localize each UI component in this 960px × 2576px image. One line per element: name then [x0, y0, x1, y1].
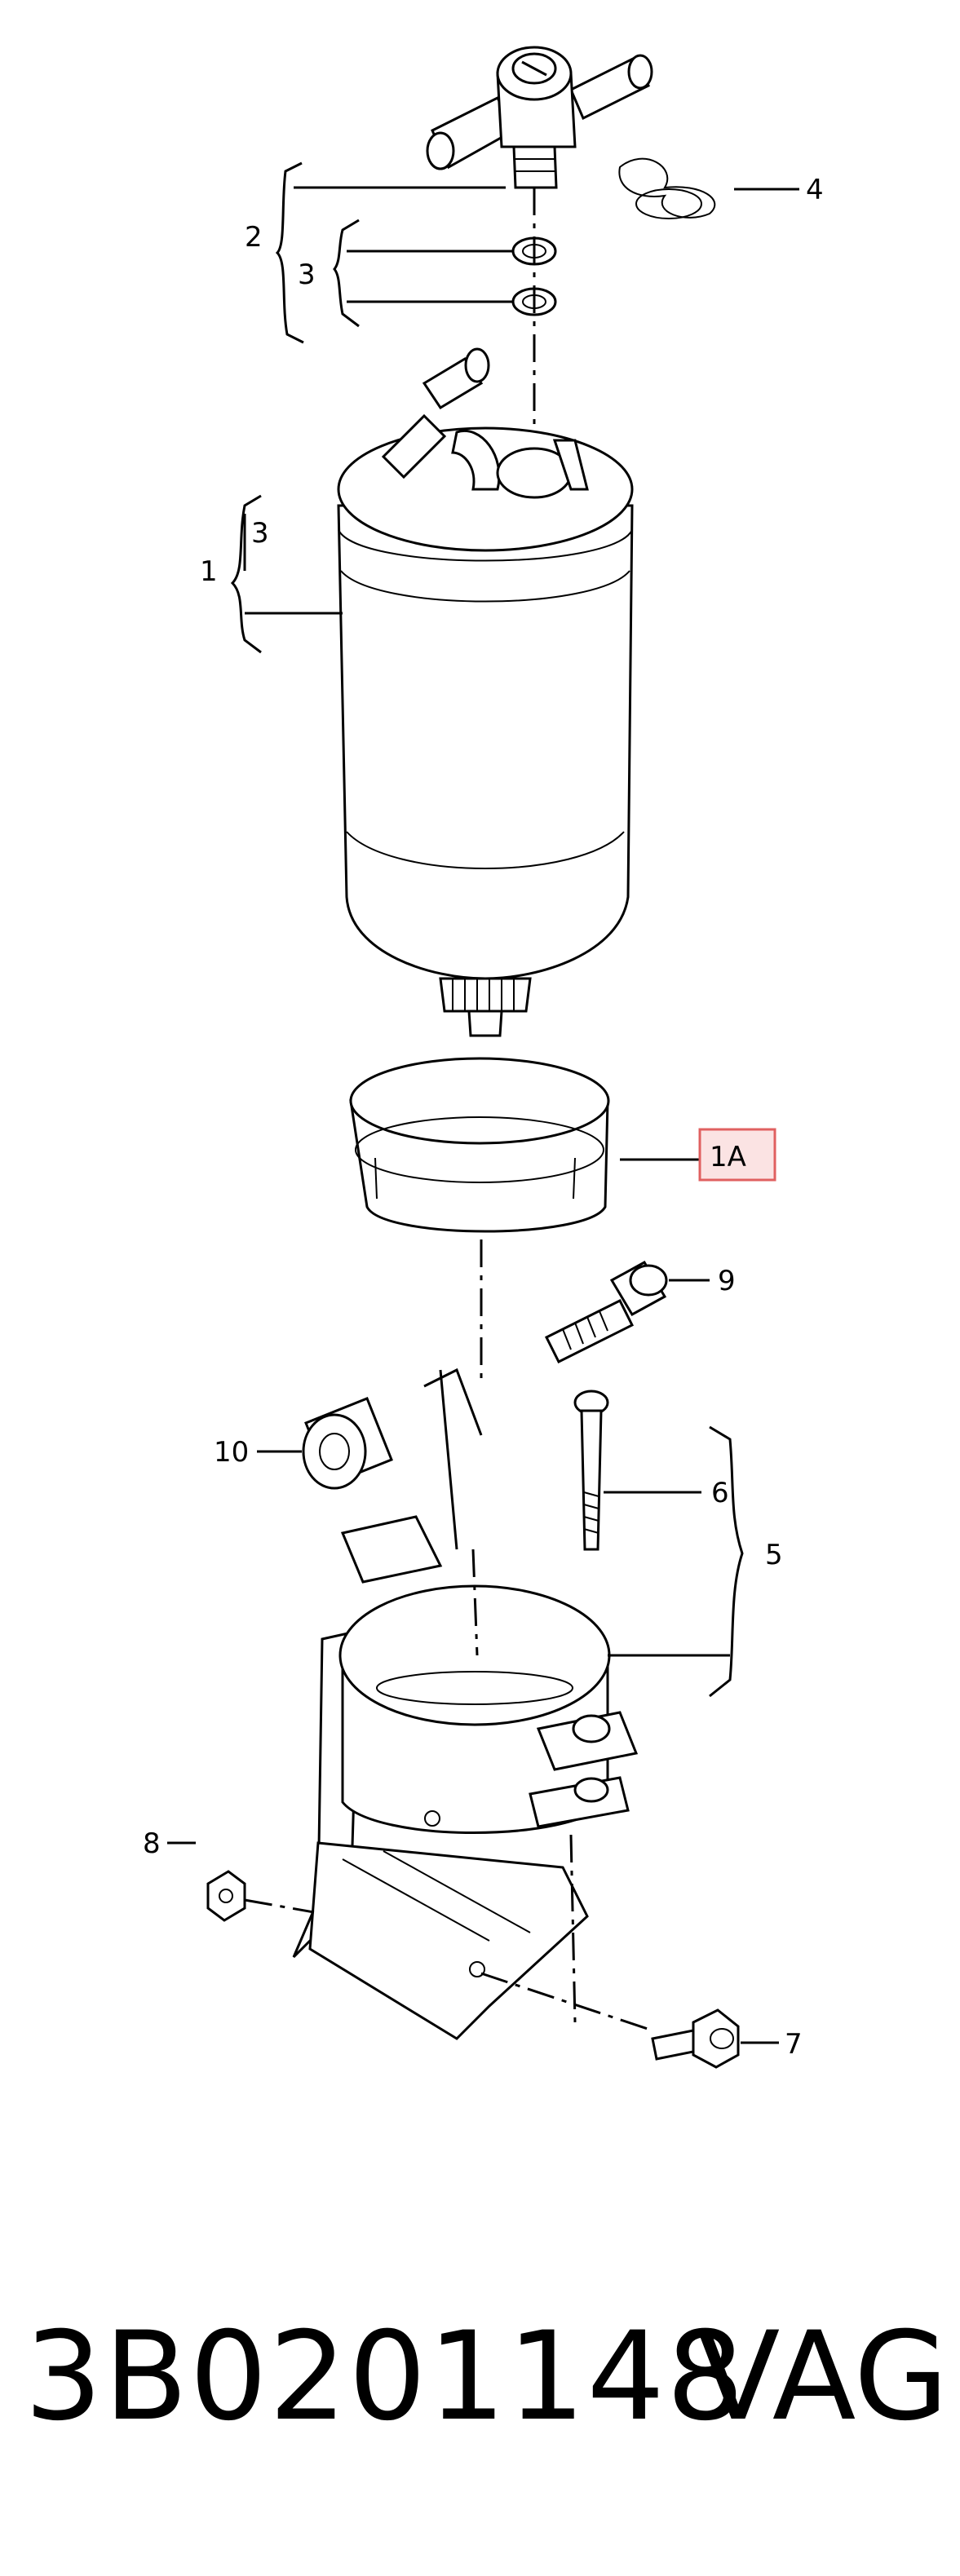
highlight-box-1a	[698, 1128, 776, 1182]
hex-bolt-7	[651, 2008, 740, 2069]
callout-5: 5	[765, 1539, 783, 1571]
callout-4: 4	[806, 174, 824, 206]
retaining-clip	[618, 157, 716, 219]
hex-bolt-9	[544, 1260, 668, 1364]
mounting-bracket	[292, 1369, 639, 2040]
callout-8: 8	[143, 1827, 161, 1860]
brand-name: VAG	[696, 2306, 949, 2448]
fuel-filter-exploded-diagram: 2 3 4 3 1 1A 9 10 6 5 8 7	[143, 46, 824, 2069]
fuel-filter	[337, 347, 634, 1037]
callout-3-lower: 3	[251, 517, 269, 550]
callout-1a: 1A	[710, 1141, 746, 1173]
control-valve	[426, 46, 653, 189]
callout-7: 7	[785, 2028, 803, 2061]
callout-9: 9	[718, 1265, 736, 1297]
callout-2: 2	[245, 221, 263, 254]
callout-6: 6	[711, 1477, 729, 1509]
callout-1: 1	[200, 555, 218, 588]
hex-nut	[206, 1870, 246, 1922]
part-number: 3B0201148	[24, 2306, 746, 2448]
rubber-bushing	[302, 1368, 483, 1490]
filter-ring	[349, 1057, 610, 1233]
callout-10: 10	[214, 1436, 249, 1469]
screw-6	[573, 1390, 609, 1551]
callout-3-upper: 3	[298, 258, 316, 291]
